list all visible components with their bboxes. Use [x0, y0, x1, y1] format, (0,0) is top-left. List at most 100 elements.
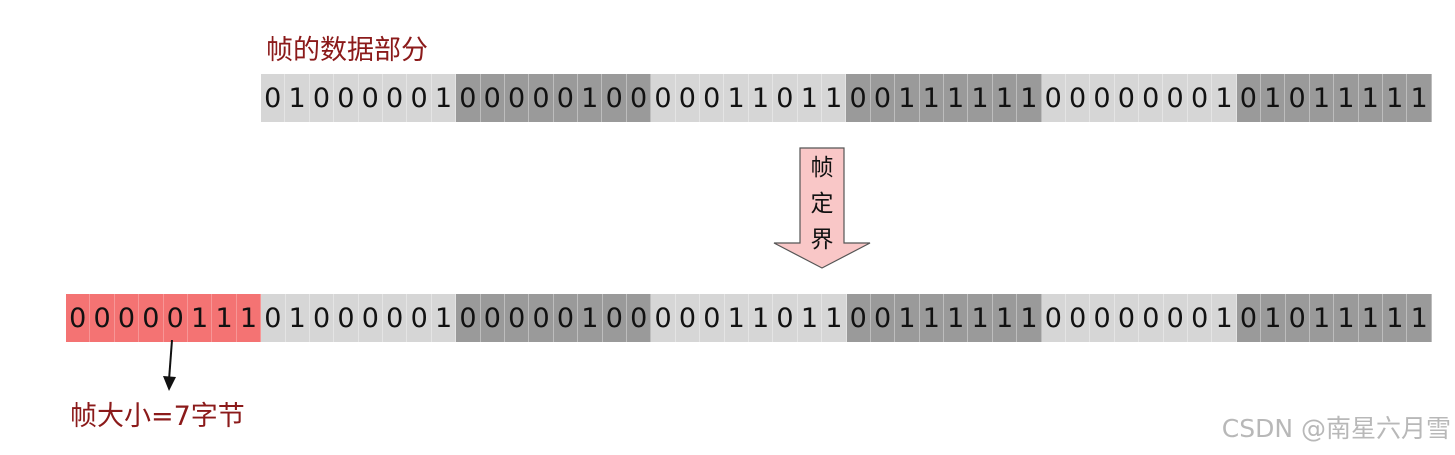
bit-cell: 0: [1285, 294, 1310, 342]
arrow-label-char: 界: [810, 227, 834, 253]
bit-cell: 0: [480, 294, 506, 342]
bit-cell: 1: [968, 294, 993, 342]
bit-cell: 0: [66, 294, 91, 342]
bit-cell: 1: [895, 74, 920, 122]
bit-cell: 0: [1163, 74, 1188, 122]
bit-cell: 0: [651, 74, 676, 122]
bit-cell: 0: [773, 74, 798, 122]
bit-cell: 0: [505, 294, 530, 342]
bit-cell: 0: [1187, 294, 1213, 342]
bit-cell: 0: [456, 294, 481, 342]
bit-cell: 0: [626, 294, 652, 342]
bit-cell: 1: [212, 294, 237, 342]
bit-cell: 1: [919, 294, 945, 342]
bit-cell: 0: [1139, 74, 1164, 122]
bit-cell: 0: [1041, 74, 1066, 122]
bit-cell: 0: [870, 294, 896, 342]
size-pointer-arrow-icon: [163, 340, 176, 391]
bit-cell: 1: [285, 74, 310, 122]
bit-cell: 0: [1114, 74, 1140, 122]
arrow-label: 帧 定 界: [802, 150, 842, 258]
bit-cell: 1: [944, 294, 969, 342]
bit-cell: 1: [1334, 74, 1359, 122]
bit-cell: 0: [480, 74, 505, 122]
bit-cell: 1: [1334, 294, 1359, 342]
bit-cell: 0: [529, 74, 554, 122]
watermark: CSDN @南星六月雪: [1221, 414, 1451, 443]
bit-cell: 0: [529, 294, 554, 342]
bit-cell: 0: [358, 294, 384, 342]
down-arrow-icon: [773, 147, 871, 269]
bit-cell: 0: [1236, 74, 1262, 122]
bit-cell: 0: [1090, 74, 1115, 122]
bit-cell: 1: [724, 294, 749, 342]
bit-cell: 0: [309, 74, 335, 122]
bit-cell: 0: [163, 294, 188, 342]
bit-cell: 1: [919, 74, 944, 122]
bit-cell: 1: [797, 74, 822, 122]
bit-cell: 1: [578, 294, 603, 342]
bit-cell: 0: [675, 74, 701, 122]
bit-cell: 1: [1309, 294, 1335, 342]
bit-cell: 1: [285, 294, 310, 342]
bit-cell: 0: [1041, 294, 1067, 342]
bit-cell: 0: [407, 294, 432, 342]
bit-cell: 0: [358, 74, 383, 122]
bit-cell: 1: [1382, 74, 1408, 122]
bit-cell: 0: [309, 294, 335, 342]
bit-cell: 0: [1066, 294, 1091, 342]
bit-cell: 0: [1236, 294, 1262, 342]
frame-data-label: 帧的数据部分: [266, 35, 428, 66]
bit-cell: 0: [846, 294, 871, 342]
bit-cell: 0: [1139, 294, 1164, 342]
bit-cell: 0: [553, 74, 579, 122]
bit-cell: 1: [1017, 74, 1042, 122]
bit-cell: 1: [1309, 74, 1335, 122]
bit-cell: 1: [724, 74, 749, 122]
bit-cell: 0: [626, 74, 652, 122]
bit-cell: 0: [602, 294, 627, 342]
bit-cell: 1: [943, 74, 969, 122]
frame-delimiting-arrow: 帧 定 界: [772, 146, 872, 270]
bit-cell: 0: [1114, 294, 1140, 342]
bit-cell: 1: [992, 294, 1018, 342]
bit-cell: 1: [1358, 74, 1383, 122]
bit-cell: 0: [846, 74, 871, 122]
bit-cell: 0: [456, 74, 481, 122]
bit-cell: 1: [1407, 74, 1432, 122]
bit-cell: 1: [187, 294, 213, 342]
bit-cell: 0: [261, 74, 286, 122]
bit-cell: 0: [139, 294, 164, 342]
bit-cell: 0: [870, 74, 896, 122]
bit-cell: 0: [1090, 294, 1115, 342]
bit-cell: 1: [1358, 294, 1384, 342]
bit-cell: 1: [1212, 294, 1237, 342]
bit-cell: 1: [1212, 74, 1237, 122]
bit-cell: 1: [748, 294, 774, 342]
bit-cell: 1: [895, 294, 920, 342]
bit-cell: 0: [651, 294, 676, 342]
bit-cell: 1: [797, 294, 823, 342]
bit-cell: 0: [261, 294, 286, 342]
frame-size-label: 帧大小=7字节: [70, 401, 245, 432]
arrow-label-char: 定: [810, 191, 834, 217]
bit-cell: 1: [236, 294, 262, 342]
bit-cell: 0: [1187, 74, 1213, 122]
bit-cell: 1: [748, 74, 774, 122]
bit-cell: 0: [334, 74, 359, 122]
bit-cell: 1: [578, 74, 603, 122]
